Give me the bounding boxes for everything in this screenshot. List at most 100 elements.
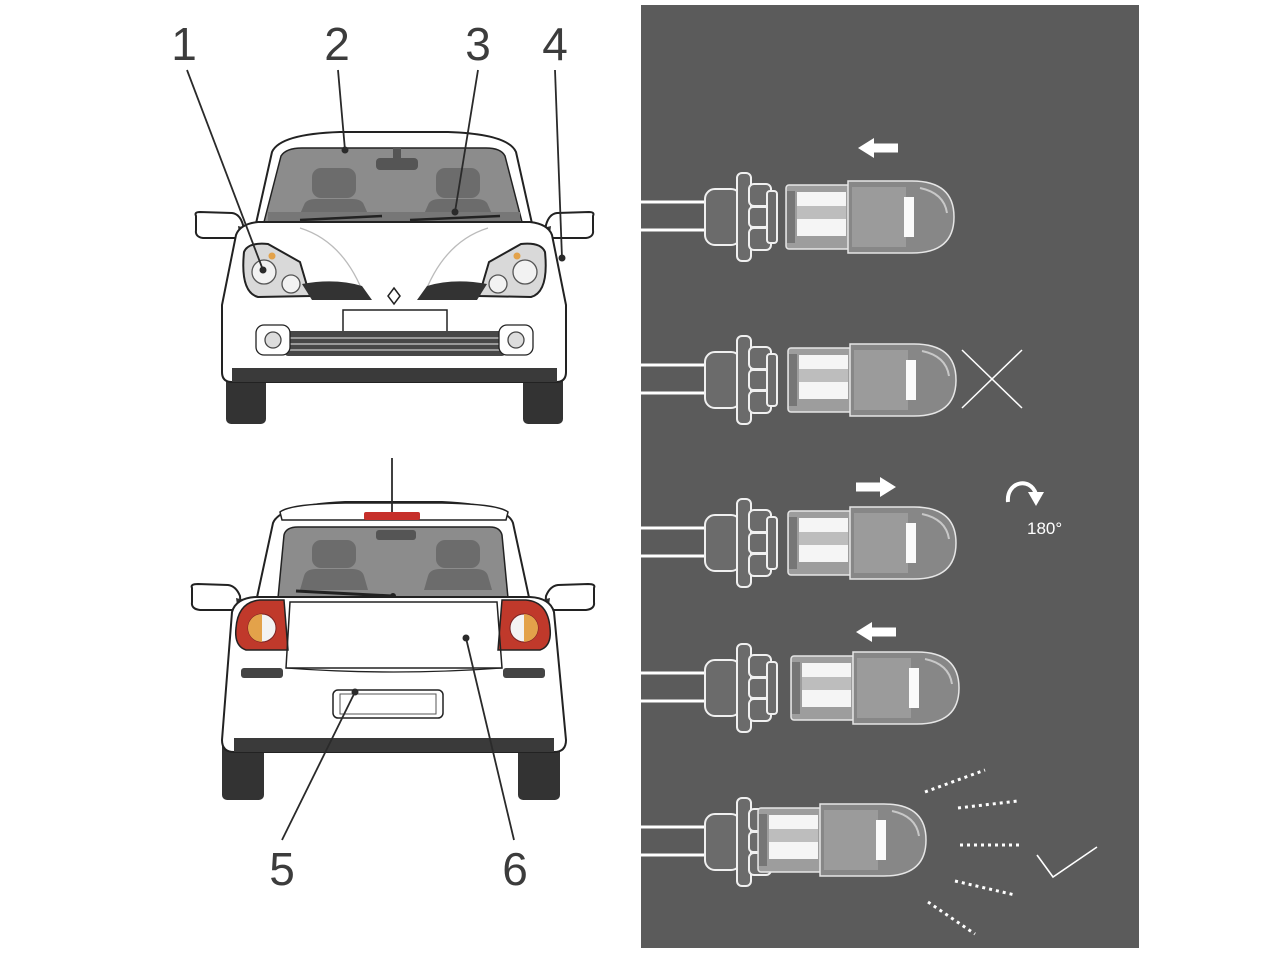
callout-1-number: 1 [171,18,197,70]
callout-4-leader [554,69,563,259]
seat-back [300,569,368,590]
callout-3-number: 3 [465,18,491,70]
rear-left-seat [300,540,368,590]
front-right-fog-light [498,324,534,356]
callout-6-number: 6 [502,843,528,895]
front-badge [387,286,401,306]
front-license-plate [342,309,448,333]
led-bulb [787,506,957,580]
rotate-arrowhead [1028,492,1044,506]
rear-interior-mirror [376,530,416,540]
callout-3-dot [451,208,459,216]
mirror-housing [190,582,243,611]
front-left-seat [300,168,368,214]
callout-2-leader [337,69,346,151]
callout-4-number: 4 [542,18,568,70]
seat-back [424,569,492,590]
rearview-mirror-stem [393,148,401,159]
headlight-trim [302,281,372,300]
front-right-headlight [417,242,547,300]
callout-2-number: 2 [324,18,350,70]
front-lower-skirt [232,368,557,382]
seat-back [300,199,368,214]
led-bulb [790,651,960,725]
turn-indicator [268,252,276,260]
checkmark-icon [1036,846,1098,879]
light-rays-icon [924,768,1020,936]
callout-5-number: 5 [269,843,295,895]
rear-spoiler [279,502,509,521]
led-bulb [787,343,957,417]
grille-bar [289,349,501,351]
trunk-lower-edge [285,667,503,673]
install-step-2 [639,334,1023,426]
callout-6-leader [465,637,515,841]
callout-3-leader [454,69,479,213]
light-ray [927,900,976,936]
headlight-lamp [512,259,538,285]
callout-6: 6 [462,634,528,895]
callout-5-leader [281,691,356,841]
right-wiper [409,214,501,222]
rearview-mirror [376,158,418,170]
rear-left-tail-light [234,599,289,651]
led-bulb [757,803,927,877]
install-step-5 [639,768,1098,936]
light-ray [957,799,1019,810]
headlight-lamp-small [488,274,508,294]
rotate-arc [1005,481,1038,503]
led-bulb [785,180,955,254]
callout-2: 2 [324,18,350,154]
front-left-fog-light [255,324,291,356]
front-body [221,221,567,383]
front-car [194,131,595,424]
headlight-trim [417,281,487,300]
cross-stroke-2 [961,349,1023,409]
mirror-housing [194,210,247,239]
tail-light-indicator [248,614,262,642]
callout-5: 5 [269,688,359,895]
mirror-housing [543,582,596,611]
rear-car [190,501,596,800]
front-right-seat [424,168,492,214]
front-grille [285,331,505,356]
callout-1-leader [186,69,264,271]
installation-panel: 180° [639,5,1139,948]
install-step-3: 180° [639,477,1062,589]
grille-bar [289,337,501,339]
callout-2-dot [341,146,349,154]
dashboard [268,212,520,222]
seat-back [424,199,492,214]
fog-light-lamp [264,331,282,349]
callout-1-dot [259,266,267,274]
callout-3: 3 [451,18,491,216]
rear-right-seat [424,540,492,590]
left-wiper [299,214,383,222]
callout-6-dot [462,634,470,642]
headrest [312,540,356,568]
grille-bar [289,343,501,345]
callout-5-dot [351,688,359,696]
callout-4-dot [558,254,566,262]
fog-light-lamp [507,331,525,349]
panel-background [641,5,1139,948]
headrest [436,540,480,568]
callout-4: 4 [542,18,568,262]
rear-right-reflector [503,668,545,678]
rotation-label: 180° [1027,519,1062,538]
headlight-lamp-small [281,274,301,294]
rear-body [220,596,568,753]
headrest [312,168,356,198]
rear-left-reflector [241,668,283,678]
headrest [436,168,480,198]
tail-light-indicator [524,614,538,642]
rear-wiper [295,589,393,598]
rotate-icon [1005,481,1044,506]
third-brake-light [364,512,420,520]
rear-right-tail-light [497,599,552,651]
callout-1: 1 [171,18,267,274]
light-ray [954,879,1016,897]
rear-plate-recess [332,689,444,719]
mirror-housing [542,210,595,239]
